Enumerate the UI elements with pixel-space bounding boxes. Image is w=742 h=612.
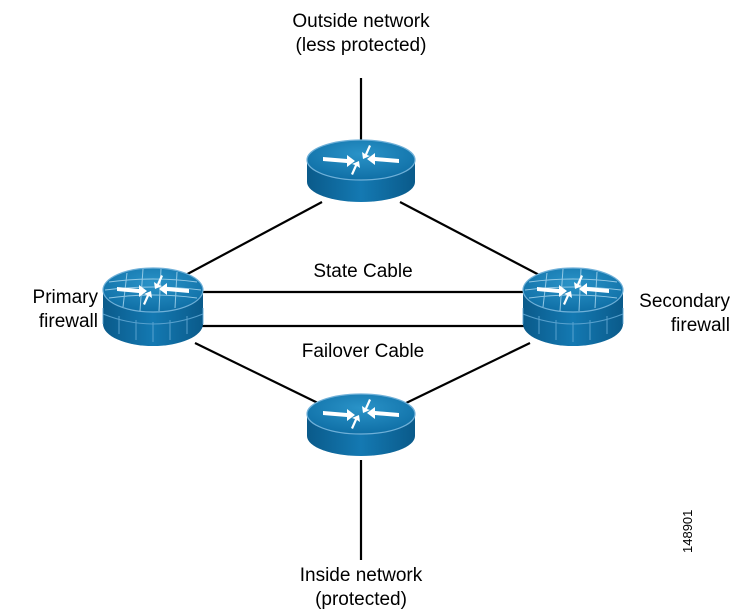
secondary-firewall-line2: firewall [670, 315, 730, 336]
state-cable-label: State Cable [313, 261, 413, 282]
inside-network-label: Inside network (protected) [231, 564, 491, 612]
figure-id: 148901 [680, 509, 695, 553]
secondary-firewall-line1: Secondary [639, 291, 730, 312]
outside-network-label: Outside network (less protected) [231, 10, 491, 58]
secondary-firewall-icon [522, 267, 624, 346]
outside-network-line2: (less protected) [295, 35, 427, 56]
primary-firewall-label: Primary firewall [0, 286, 98, 334]
link-primary-to-inside [194, 342, 323, 406]
primary-firewall-icon [102, 267, 204, 346]
primary-firewall-line2: firewall [38, 311, 98, 332]
failover-cable-label: Failover Cable [301, 341, 425, 362]
secondary-firewall-label: Secondary firewall [620, 290, 730, 338]
outside-router-icon [306, 139, 416, 202]
inside-network-line1: Inside network [299, 565, 423, 586]
link-outside-to-primary [179, 201, 323, 279]
links [179, 78, 546, 560]
inside-network-line2: (protected) [315, 589, 407, 610]
inside-router-icon [306, 393, 416, 456]
link-secondary-to-inside [401, 342, 531, 406]
outside-network-line1: Outside network [292, 11, 430, 32]
primary-firewall-line1: Primary [32, 287, 98, 308]
link-outside-to-secondary [399, 201, 546, 279]
